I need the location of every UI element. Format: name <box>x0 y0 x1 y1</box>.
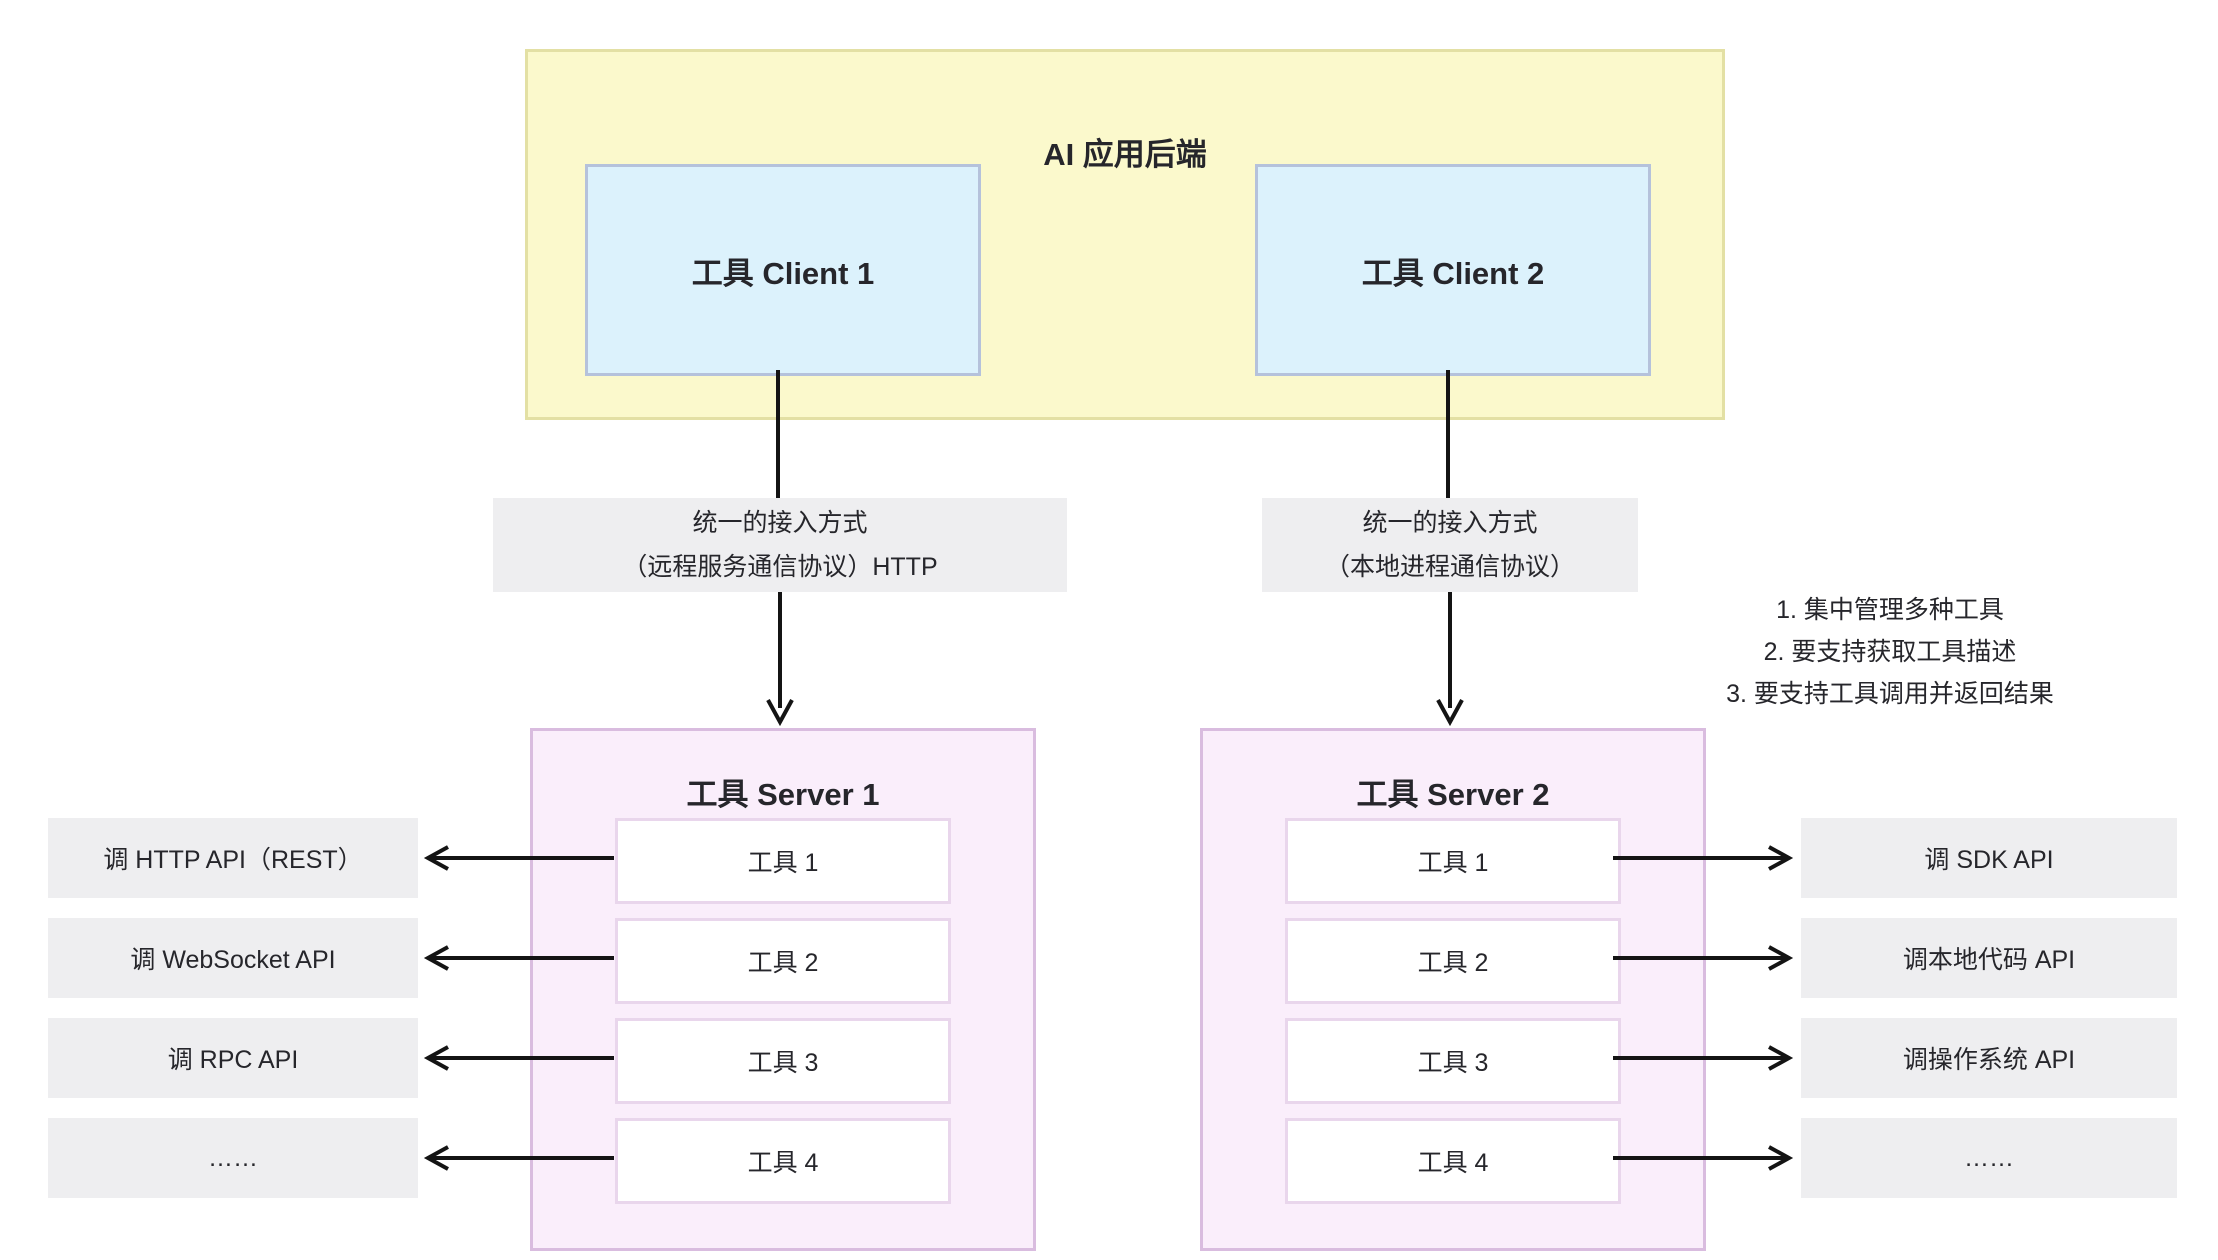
api-box-os: 调操作系统 API <box>1801 1018 2177 1098</box>
api-box-right-ellipsis: …… <box>1801 1118 2177 1198</box>
tool-client-2-label: 工具 Client 2 <box>1361 255 1545 291</box>
server-requirements-notes: 1. 集中管理多种工具 2. 要支持获取工具描述 3. 要支持工具调用并返回结果 <box>1640 589 2140 715</box>
connector-1-line1: 统一的接入方式 <box>692 509 868 537</box>
line-client1-to-connector1 <box>776 370 780 498</box>
api-label-http-rest: 调 HTTP API（REST） <box>103 846 363 874</box>
server1-tool-4-label: 工具 4 <box>747 1149 819 1177</box>
api-label-websocket: 调 WebSocket API <box>130 946 336 974</box>
api-label-rpc: 调 RPC API <box>167 1046 299 1074</box>
connector-2-line1: 统一的接入方式 <box>1362 509 1538 537</box>
note-line-2: 2. 要支持获取工具描述 <box>1763 638 2017 666</box>
connector-label-1: 统一的接入方式 （远程服务通信协议）HTTP <box>493 498 1067 592</box>
server2-tool-4-label: 工具 4 <box>1417 1149 1489 1177</box>
left-arrow-tool2-to-websocket-api <box>423 945 614 971</box>
connector-label-2: 统一的接入方式 （本地进程通信协议） <box>1262 498 1638 592</box>
right-arrow-tool3-to-os-api <box>1613 1045 1794 1071</box>
api-box-rpc: 调 RPC API <box>48 1018 418 1098</box>
left-arrow-tool3-to-rpc-api <box>423 1045 614 1071</box>
server2-tool-4-box: 工具 4 <box>1285 1118 1621 1204</box>
api-label-sdk: 调 SDK API <box>1924 846 2054 874</box>
api-label-local-code: 调本地代码 API <box>1902 946 2076 974</box>
api-label-os: 调操作系统 API <box>1902 1046 2076 1074</box>
api-box-sdk: 调 SDK API <box>1801 818 2177 898</box>
server2-tool-1-label: 工具 1 <box>1417 849 1489 877</box>
api-box-local-code: 调本地代码 API <box>1801 918 2177 998</box>
server1-tool-1-label: 工具 1 <box>747 849 819 877</box>
server1-tool-3-label: 工具 3 <box>747 1049 819 1077</box>
server2-tool-2-box: 工具 2 <box>1285 918 1621 1004</box>
api-label-right-ellipsis: …… <box>1964 1143 2014 1172</box>
server2-tool-1-box: 工具 1 <box>1285 818 1621 904</box>
server1-tool-3-box: 工具 3 <box>615 1018 951 1104</box>
api-label-left-ellipsis: …… <box>208 1143 258 1172</box>
ai-backend-box: AI 应用后端 工具 Client 1 工具 Client 2 <box>525 49 1725 420</box>
tool-client-1-label: 工具 Client 1 <box>691 255 875 291</box>
server1-tool-1-box: 工具 1 <box>615 818 951 904</box>
api-box-http-rest: 调 HTTP API（REST） <box>48 818 418 898</box>
down-arrow-connector1-to-server1 <box>766 592 794 726</box>
connector-2-line2: （本地进程通信协议） <box>1324 553 1575 581</box>
server1-tool-2-box: 工具 2 <box>615 918 951 1004</box>
ai-backend-title: AI 应用后端 <box>1043 137 1207 172</box>
server2-tool-3-label: 工具 3 <box>1417 1049 1489 1077</box>
connector-1-line2: （远程服务通信协议）HTTP <box>622 553 938 581</box>
note-line-1: 1. 集中管理多种工具 <box>1776 596 2004 624</box>
api-box-left-ellipsis: …… <box>48 1118 418 1198</box>
down-arrow-connector2-to-server2 <box>1436 592 1464 726</box>
tool-server-2-box: 工具 Server 2 工具 1 工具 2 工具 3 工具 4 <box>1200 728 1706 1251</box>
tool-server-2-title: 工具 Server 2 <box>1356 777 1550 812</box>
server2-tool-2-label: 工具 2 <box>1417 949 1489 977</box>
server1-tool-2-label: 工具 2 <box>747 949 819 977</box>
left-arrow-tool1-to-http-api <box>423 845 614 871</box>
tool-server-1-box: 工具 Server 1 工具 1 工具 2 工具 3 工具 4 <box>530 728 1036 1251</box>
tool-server-1-title: 工具 Server 1 <box>686 777 880 812</box>
left-arrow-tool4-to-ellipsis <box>423 1145 614 1171</box>
tool-client-2-box: 工具 Client 2 <box>1255 164 1651 376</box>
right-arrow-tool4-to-ellipsis <box>1613 1145 1794 1171</box>
server1-tool-4-box: 工具 4 <box>615 1118 951 1204</box>
tool-client-1-box: 工具 Client 1 <box>585 164 981 376</box>
server2-tool-3-box: 工具 3 <box>1285 1018 1621 1104</box>
api-box-websocket: 调 WebSocket API <box>48 918 418 998</box>
line-client2-to-connector2 <box>1446 370 1450 498</box>
note-line-3: 3. 要支持工具调用并返回结果 <box>1726 680 2054 708</box>
right-arrow-tool2-to-local-code-api <box>1613 945 1794 971</box>
right-arrow-tool1-to-sdk-api <box>1613 845 1794 871</box>
